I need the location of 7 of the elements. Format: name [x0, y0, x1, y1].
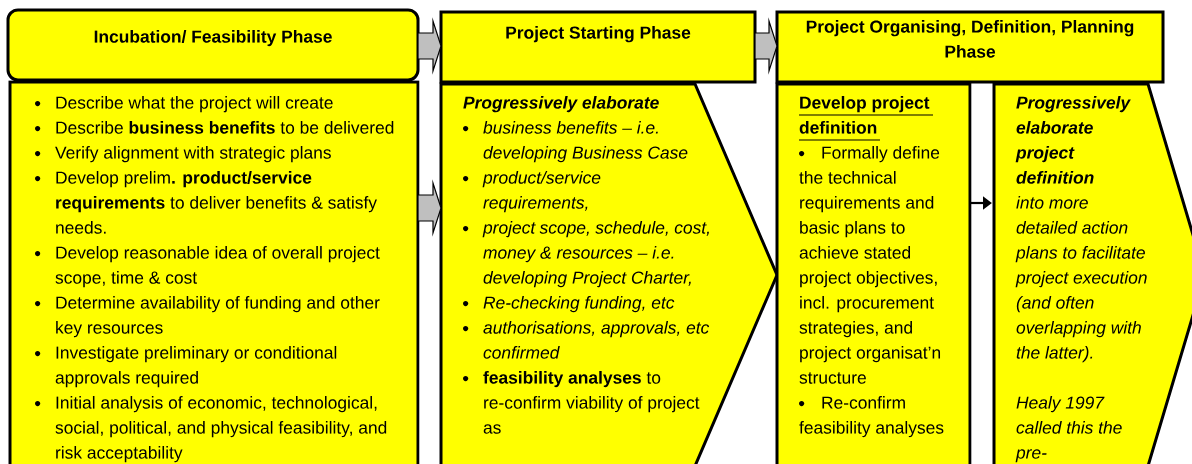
- phase-header: Project Starting Phase: [439, 10, 757, 84]
- block-arrow: [417, 179, 442, 237]
- phase-box: Describe what the project will create Describe business benefits to be delivered Verify alignment with strategic plans Develop prelim. product/service requirements to deliver benefits & satisfy needs. Develop reasonable idea of overall project scope, time & cost Determine availability of funding and other key resources Investigate preliminary or conditional approvals required Initial analysis of economic, technological, social, political, and physical feasibility, and risk acceptability: [8, 80, 420, 464]
- block-arrow: [754, 17, 778, 75]
- block-arrow: [417, 17, 442, 75]
- phase-header: Incubation/ Feasibility Phase: [6, 8, 420, 82]
- phase-header: Project Organising, Definition, Planning Phase: [775, 10, 1165, 84]
